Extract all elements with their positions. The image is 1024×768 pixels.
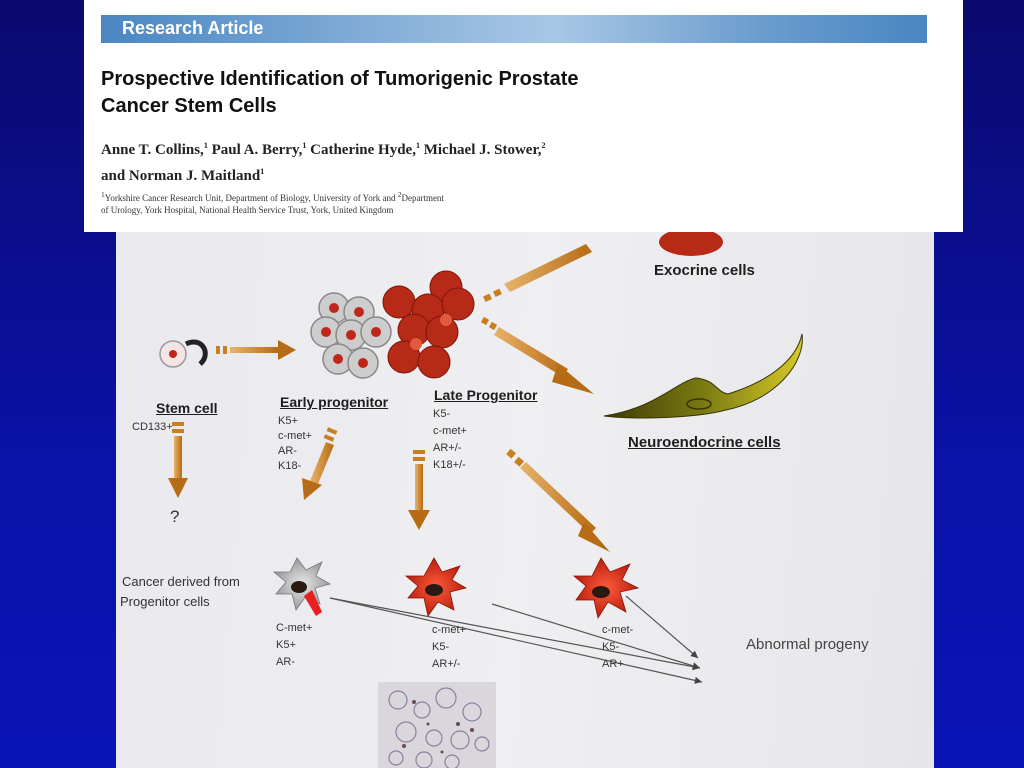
- author-collins: Anne T. Collins,: [101, 142, 204, 158]
- tumor-grey: [272, 557, 332, 616]
- early-progenitor-marker-3: AR-: [278, 445, 297, 457]
- article-affiliations: 1Yorkshire Cancer Research Unit, Departm…: [101, 189, 721, 216]
- article-header-card: Research Article Prospective Identificat…: [84, 0, 963, 232]
- author-collins-affil: 1: [203, 141, 208, 150]
- neuroendocrine-label: Neuroendocrine cells: [628, 434, 781, 451]
- article-title-line-1: Prospective Identification of Tumorigeni…: [101, 68, 579, 90]
- research-article-banner: Research Article: [101, 15, 927, 43]
- authors-line-2: and Norman J. Maitland1: [101, 161, 721, 187]
- author-berry-affil: 1: [302, 141, 307, 150]
- affil-sup-2: 2: [397, 190, 402, 199]
- late-progenitor-marker-3: AR+/-: [433, 442, 462, 454]
- author-maitland-affil: 1: [260, 167, 265, 176]
- arrow-late-down: [408, 450, 430, 530]
- histology-inset: [378, 682, 496, 768]
- banner-label: Research Article: [122, 18, 264, 38]
- author-berry: Paul A. Berry,: [211, 142, 303, 158]
- exocrine-cell-graphic: [659, 232, 723, 256]
- stem-cell-title: Stem cell: [156, 400, 218, 416]
- late-progenitor-marker-4: K18+/-: [433, 459, 466, 471]
- early-progenitor-marker-2: c-met+: [278, 430, 312, 442]
- arrow-stem-to-early: [216, 340, 296, 360]
- cancer-label-line-1: Cancer derived from: [122, 574, 240, 589]
- late-progenitor-title: Late Progenitor: [434, 387, 538, 403]
- early-progenitor-title: Early progenitor: [280, 394, 389, 410]
- cancer-label-line-2: Progenitor cells: [120, 594, 210, 609]
- arrow-late-diagonal: [506, 448, 610, 552]
- abnormal-progeny-label: Abnormal progeny: [746, 636, 869, 653]
- early-progenitor-marker-1: K5+: [278, 415, 298, 427]
- affiliation-line-2: of Urology, York Hospital, National Heal…: [101, 205, 394, 215]
- article-authors: Anne T. Collins,1 Paul A. Berry,1 Cather…: [101, 135, 721, 187]
- author-stower: Michael J. Stower,: [423, 142, 542, 158]
- tumor2-marker-2: K5-: [432, 641, 450, 653]
- tumor-red-right: [572, 557, 640, 620]
- late-progenitor-cells: [382, 270, 475, 379]
- early-progenitor-marker-4: K18-: [278, 460, 302, 472]
- author-hyde: Catherine Hyde,: [310, 142, 416, 158]
- tumor1-marker-2: K5+: [276, 639, 296, 651]
- late-progenitor-marker-2: c-met+: [433, 425, 467, 437]
- affil-text-1: Yorkshire Cancer Research Unit, Departme…: [104, 193, 398, 203]
- arrow-stem-down: [168, 422, 188, 498]
- tumor2-marker-3: AR+/-: [432, 658, 461, 670]
- late-progenitor-marker-1: K5-: [433, 408, 451, 420]
- arrow-early-down: [302, 427, 338, 500]
- article-title-line-2: Cancer Stem Cells: [101, 95, 277, 117]
- authors-line-1: Anne T. Collins,1 Paul A. Berry,1 Cather…: [101, 135, 721, 161]
- article-title: Prospective Identification of Tumorigeni…: [101, 66, 701, 120]
- affil-text-1-end: Department: [401, 193, 444, 203]
- abnormal-progeny-arrows: [329, 595, 703, 684]
- stem-cell-marker: CD133+: [132, 421, 173, 433]
- author-maitland: and Norman J. Maitland: [101, 168, 261, 184]
- diagram-graphics: [159, 232, 803, 768]
- author-stower-affil: 2: [541, 141, 546, 150]
- arrow-to-neuroendocrine: [480, 316, 594, 394]
- neuroendocrine-cell-graphic: [603, 333, 803, 419]
- tumor-red-middle: [404, 557, 468, 617]
- stem-cell-outcome: ?: [170, 507, 180, 526]
- affil-sup-1: 1: [101, 190, 105, 199]
- tumor3-marker-3: AR+: [602, 658, 624, 670]
- tumor2-marker-1: c-met+: [432, 624, 466, 636]
- tumor3-marker-2: K5-: [602, 641, 620, 653]
- affiliation-line-1: 1Yorkshire Cancer Research Unit, Departm…: [101, 189, 721, 204]
- tumor1-marker-1: C-met+: [276, 622, 313, 634]
- arrow-to-exocrine: [483, 244, 592, 302]
- exocrine-label: Exocrine cells: [654, 262, 755, 279]
- diagram-slide-photo: Exocrine cells Stem cell CD133+ ? Early …: [116, 232, 934, 768]
- tumor3-marker-1: c-met-: [602, 624, 634, 636]
- stem-cell-graphic: [159, 339, 208, 368]
- early-progenitor-cells: [310, 292, 392, 379]
- tumor1-marker-3: AR-: [276, 656, 295, 668]
- author-hyde-affil: 1: [415, 141, 420, 150]
